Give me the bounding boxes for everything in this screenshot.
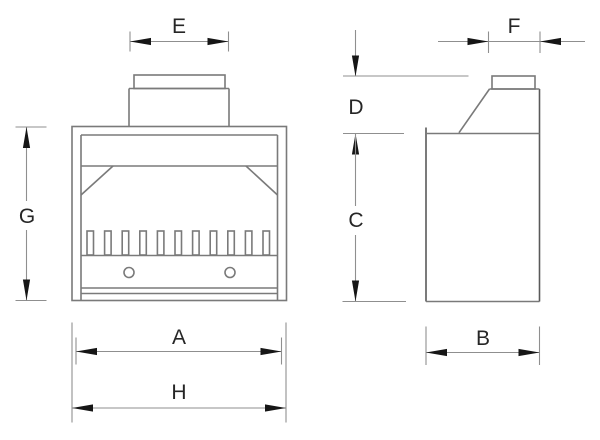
dim-label-e: E: [172, 15, 186, 38]
dim-d-arrow-down: [351, 55, 360, 77]
grate-bar: [262, 230, 271, 256]
grate-bar: [244, 230, 253, 256]
side-flue-collar-lip: [491, 75, 536, 90]
dim-label-a: A: [172, 326, 186, 349]
grate-bar: [121, 230, 130, 256]
grate-bar: [209, 230, 218, 256]
dim-a-arrow-right: [260, 347, 282, 356]
dim-b-arrow-right: [518, 348, 540, 357]
grate-bar: [156, 230, 165, 256]
dim-label-b: B: [476, 327, 490, 350]
dimension-a: A: [75, 326, 283, 365]
dimension-g: G: [15, 126, 47, 302]
dim-label-f: F: [508, 15, 521, 38]
side-view: [425, 75, 541, 303]
dim-g-arrow-up: [22, 127, 31, 148]
front-outer-casing: [71, 125, 288, 302]
dim-e-arrow-left: [130, 37, 151, 46]
dimension-d: D: [343, 30, 469, 135]
dimension-c: C: [342, 133, 406, 303]
ashpan-hole-left: [123, 266, 135, 279]
grate-bars: [86, 230, 271, 256]
dimension-e: E: [129, 15, 230, 52]
grate-bar: [227, 230, 236, 256]
dim-e-arrow-right: [207, 37, 229, 46]
dimension-h: H: [71, 322, 287, 423]
grate-bar: [174, 230, 183, 256]
dim-label-g: G: [19, 205, 35, 228]
front-flue-collar-lip: [133, 74, 226, 90]
dim-g-arrow-down: [22, 279, 31, 301]
side-flue-slant: [458, 88, 491, 134]
front-view: [71, 74, 288, 302]
dimension-b: B: [425, 326, 541, 365]
dim-b-arrow-left: [426, 348, 447, 357]
dimension-f: F: [438, 15, 585, 53]
dim-label-c: C: [348, 209, 363, 232]
grate-bar: [139, 230, 148, 256]
dim-a-arrow-left: [76, 347, 97, 356]
dim-h-arrow-right: [265, 404, 286, 412]
grate-bar: [191, 230, 200, 256]
dim-f-arrow-left: [467, 37, 489, 46]
grate-bar: [86, 230, 95, 256]
front-left-splay-diagonal: [80, 165, 114, 196]
dim-f-arrow-right: [540, 37, 561, 46]
grate-bar: [103, 230, 112, 256]
dim-c-arrow-down: [351, 280, 360, 302]
dim-h-arrow-left: [72, 404, 93, 412]
front-right-splay-diagonal: [245, 165, 279, 196]
ashpan-hole-right: [224, 266, 236, 279]
dim-label-d: D: [348, 96, 363, 119]
dim-label-h: H: [171, 381, 186, 404]
